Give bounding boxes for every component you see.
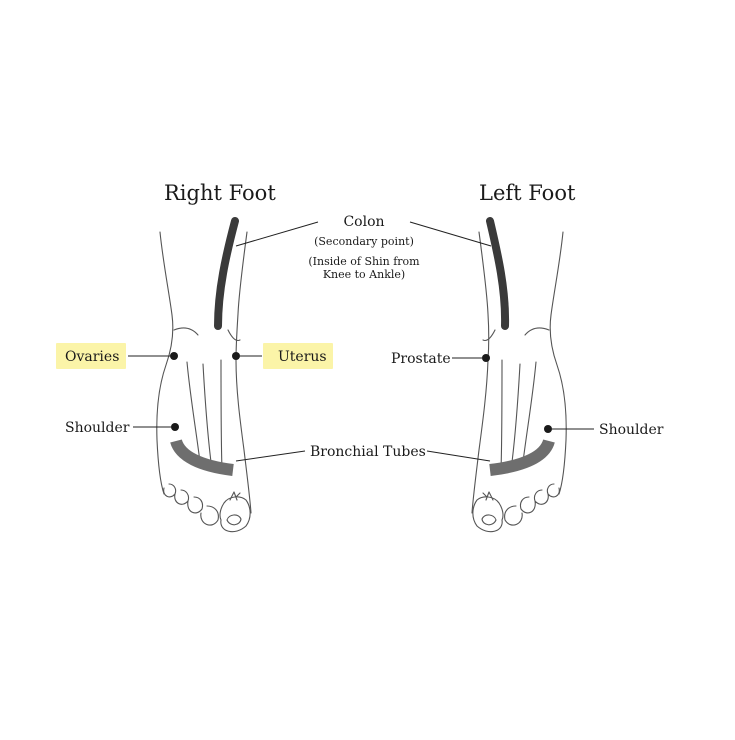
colon-leader-left (409, 221, 492, 247)
bronchial-zone-right (170, 438, 234, 476)
prostate-point (482, 354, 490, 362)
left-foot-tendons (500, 359, 537, 471)
right-foot-toes (163, 483, 251, 533)
bronchial-leader-left (426, 450, 491, 462)
right-foot-ankle (173, 327, 241, 342)
colon-sublabel-secondary: (Secondary point) (314, 235, 414, 248)
right-foot-drawing (156, 231, 252, 533)
colon-sublabel-knee: Knee to Ankle) (323, 268, 405, 281)
left-foot-drawing (471, 231, 567, 533)
ovaries-point (170, 352, 178, 360)
bronchial-zone-left (489, 438, 555, 476)
colon-sublabel-shin: (Inside of Shin from (308, 255, 420, 268)
shoulder-point-right (171, 423, 179, 431)
uterus-point (232, 352, 240, 360)
left-foot-ankle (482, 327, 550, 342)
left-foot-toenails (481, 491, 497, 526)
left-foot-outer-leg (549, 231, 567, 495)
colon-zone-left (486, 217, 510, 330)
colon-leader-right (235, 221, 319, 247)
bronchial-tubes-label: Bronchial Tubes (310, 444, 426, 460)
uterus-highlight (263, 343, 333, 369)
ovaries-highlight (56, 343, 126, 369)
colon-zone-right (214, 217, 239, 330)
left-foot-toes (472, 483, 560, 533)
left-foot-title: Left Foot (479, 181, 576, 205)
uterus-label: Uterus (278, 349, 327, 365)
right-foot-title: Right Foot (164, 181, 276, 205)
right-foot-outer-leg (156, 231, 174, 495)
right-foot-inner-leg (235, 231, 252, 514)
shoulder-label-right: Shoulder (65, 420, 130, 436)
left-foot-inner-leg (471, 231, 490, 514)
bronchial-leader-right (235, 450, 306, 462)
right-foot-toenails (226, 491, 242, 526)
shoulder-label-left: Shoulder (599, 422, 664, 438)
colon-label: Colon (343, 214, 384, 230)
shoulder-point-left (544, 425, 552, 433)
ovaries-label: Ovaries (65, 349, 119, 365)
prostate-label: Prostate (391, 351, 451, 367)
